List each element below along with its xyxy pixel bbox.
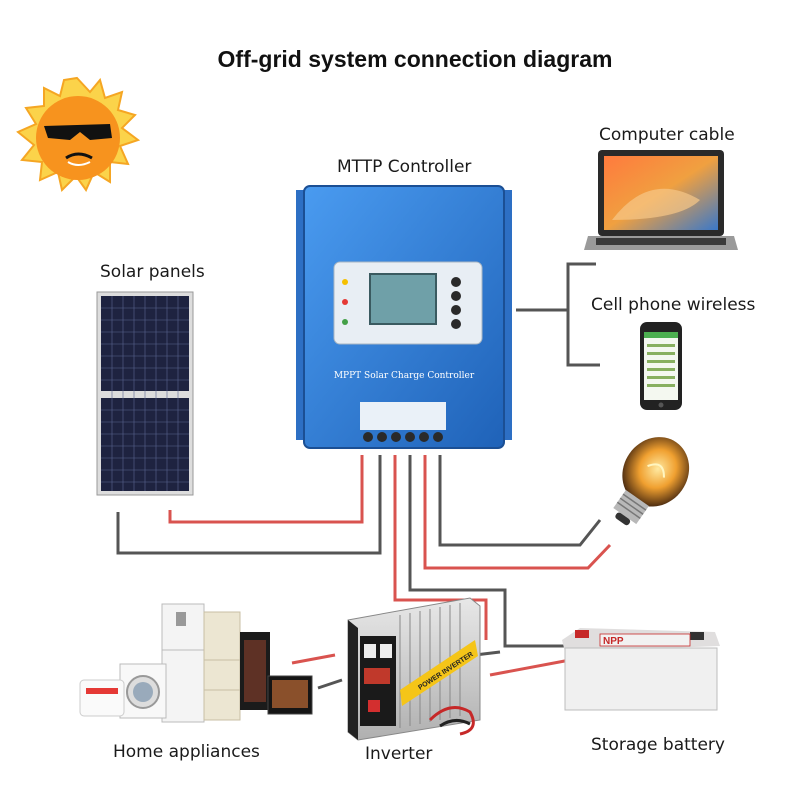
label-cell-phone-wireless: Cell phone wireless	[591, 295, 756, 315]
wiring	[116, 262, 612, 690]
label-controller: MTTP Controller	[337, 157, 472, 177]
label-inverter: Inverter	[365, 744, 433, 764]
label-computer-cable: Computer cable	[599, 125, 735, 145]
controller-brand: MPPT Solar Charge Controller	[334, 371, 475, 381]
home-appliances-group	[79, 603, 313, 723]
laptop-icon	[584, 150, 738, 250]
phone-icon	[640, 322, 682, 410]
mppt-controller-device: MPPT Solar Charge Controller	[296, 185, 512, 449]
battery-device: NPP	[562, 628, 720, 711]
sun-icon	[16, 76, 141, 193]
diagram-title: Off-grid system connection diagram	[217, 46, 613, 72]
label-home-appliances: Home appliances	[113, 742, 260, 762]
light-bulb-icon	[613, 437, 690, 526]
battery-brand: NPP	[603, 636, 624, 647]
inverter-device: POWER INVERTER	[347, 597, 481, 741]
label-storage-battery: Storage battery	[591, 735, 725, 755]
solar-panel-icon	[96, 291, 194, 496]
label-solar-panels: Solar panels	[100, 262, 205, 282]
